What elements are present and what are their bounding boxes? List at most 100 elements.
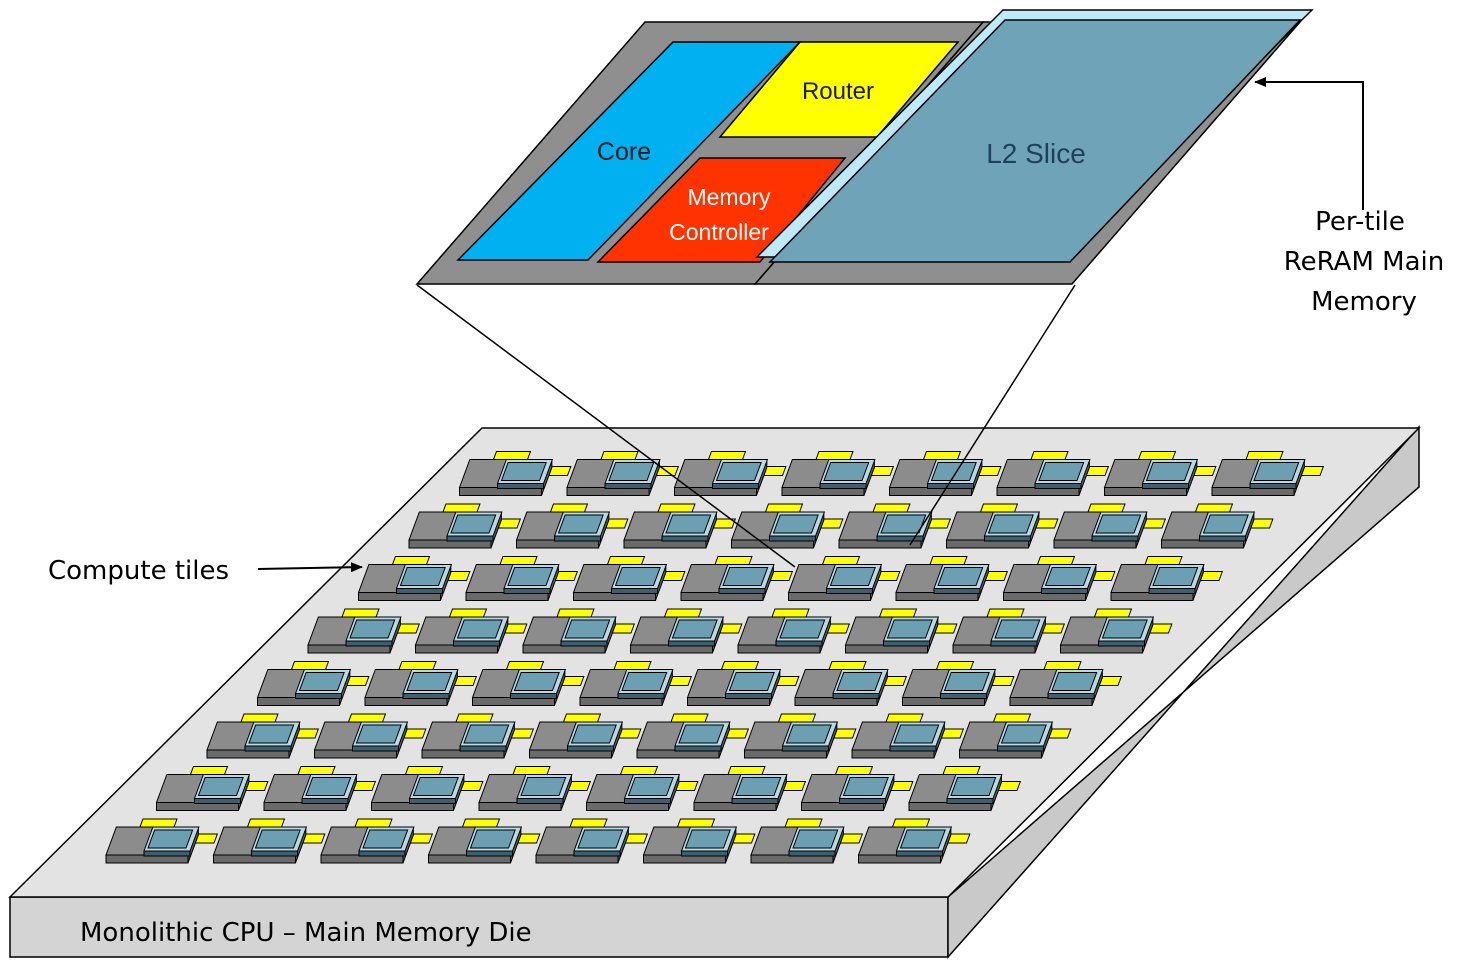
tile-l2-edge	[1199, 535, 1246, 542]
tile-l2-edge	[1148, 588, 1196, 594]
router-link-vertical	[657, 503, 696, 513]
tile-l2-slice	[792, 829, 839, 849]
tile-l2-edge	[946, 798, 994, 804]
router-link-vertical	[448, 608, 488, 618]
router-link-vertical	[714, 556, 753, 565]
tile-l2-slice	[248, 724, 295, 744]
tile-l2-edge	[396, 588, 443, 594]
router-link-vertical	[777, 713, 817, 723]
tile-l2-slice	[1101, 619, 1148, 639]
tile-l2-slice	[520, 777, 567, 796]
tile-l2-slice	[627, 777, 674, 796]
tile-l2-slice	[943, 672, 990, 691]
router-link-vertical	[676, 818, 716, 828]
tile-l2-slice	[456, 619, 503, 639]
memory-controller-label-line1: Memory	[687, 184, 771, 210]
router-link-vertical	[240, 713, 279, 723]
tile-l2-slice	[735, 777, 782, 796]
router-link-vertical	[461, 818, 501, 828]
tile-l2-edge	[446, 535, 494, 542]
tile-l2-edge	[819, 483, 867, 489]
core-label: Core	[597, 138, 651, 166]
router-link-vertical	[1137, 451, 1177, 460]
tile-l2-slice	[842, 777, 889, 796]
compute-tile-grid	[105, 451, 1325, 864]
router-link-vertical	[986, 608, 1025, 618]
router-link-vertical	[872, 503, 911, 513]
reram-label-line3: Memory	[1311, 287, 1417, 317]
router-block	[718, 41, 960, 138]
tile-l2-edge	[1142, 483, 1189, 489]
tile-l2-edge	[674, 745, 722, 752]
tile-l2-edge	[510, 693, 557, 699]
router-link-vertical	[1144, 556, 1183, 565]
tile-l2-slice	[557, 514, 604, 534]
tile-l2-edge	[244, 745, 292, 752]
tile-l2-edge	[409, 798, 456, 804]
tile-l2-edge	[997, 745, 1044, 752]
router-link-vertical	[606, 556, 646, 565]
tile-l2-slice	[507, 567, 554, 586]
router-link-vertical	[499, 556, 538, 565]
tile-l2-slice	[608, 462, 655, 481]
tile-l2-slice	[728, 672, 775, 691]
tile-l2-slice	[197, 777, 244, 796]
tile-l2-edge	[466, 850, 513, 857]
tile-l2-edge	[624, 798, 671, 804]
tile-l2-edge	[251, 850, 298, 857]
router-link-vertical	[992, 713, 1032, 723]
tile-l2-edge	[560, 640, 608, 647]
tile-l2-edge	[883, 640, 930, 647]
router-link-vertical	[341, 608, 380, 618]
router-link-vertical	[297, 766, 336, 775]
tile-l2-edge	[940, 693, 987, 699]
router-link-vertical	[556, 608, 595, 618]
router-link-vertical	[569, 818, 608, 828]
die-label: Monolithic CPU – Main Memory Die	[80, 918, 532, 948]
memory-controller-block	[596, 157, 847, 263]
router-link-vertical	[784, 818, 823, 828]
tile-l2-slice	[785, 724, 832, 744]
router-link-vertical	[1087, 503, 1126, 513]
tile-l2-edge	[295, 693, 342, 699]
tile-l2-edge	[826, 588, 873, 594]
router-link-vertical	[347, 713, 387, 723]
tile-l2-edge	[927, 483, 974, 489]
reram-label-line1: Per-tile	[1315, 207, 1405, 237]
tile-l2-edge	[194, 798, 241, 804]
tile-l2-slice	[893, 724, 940, 744]
router-link-vertical	[613, 661, 652, 670]
tile-l2-slice	[399, 567, 446, 586]
router-link-vertical	[764, 503, 804, 513]
compute-tiles-label: Compute tiles	[48, 556, 229, 586]
tile-l2-slice	[406, 672, 453, 691]
tile-l2-slice	[1038, 462, 1085, 481]
tile-l2-edge	[611, 588, 658, 594]
tile-l2-edge	[1098, 640, 1145, 647]
router-link-vertical	[619, 766, 659, 775]
zoom-line-left	[416, 284, 796, 568]
tile-l2-slice	[1000, 724, 1047, 744]
compute-tiles-annotation: Compute tiles	[48, 556, 363, 586]
tile-l2-edge	[889, 745, 937, 752]
tile-l2-slice	[779, 619, 826, 639]
tile-l2-slice	[577, 829, 624, 849]
tile-l2-edge	[1041, 588, 1088, 594]
router-link-vertical	[821, 556, 861, 565]
tile-l2-edge	[896, 850, 943, 857]
tile-l2-slice	[469, 829, 516, 849]
router-link-vertical	[442, 503, 481, 513]
tile-l2-slice	[836, 672, 883, 691]
tile-l2-slice	[678, 724, 725, 744]
tile-l2-slice	[614, 567, 661, 586]
tile-l2-edge	[567, 745, 614, 752]
router-label: Router	[802, 78, 874, 105]
router-link-vertical	[885, 713, 924, 723]
tile-l2-slice	[886, 619, 933, 639]
tile-l2-slice	[772, 514, 819, 534]
tile-l2-slice	[987, 514, 1034, 534]
memory-controller-label-line2: Controller	[669, 219, 769, 245]
router-link-vertical	[512, 766, 551, 775]
router-link-vertical	[398, 661, 437, 670]
